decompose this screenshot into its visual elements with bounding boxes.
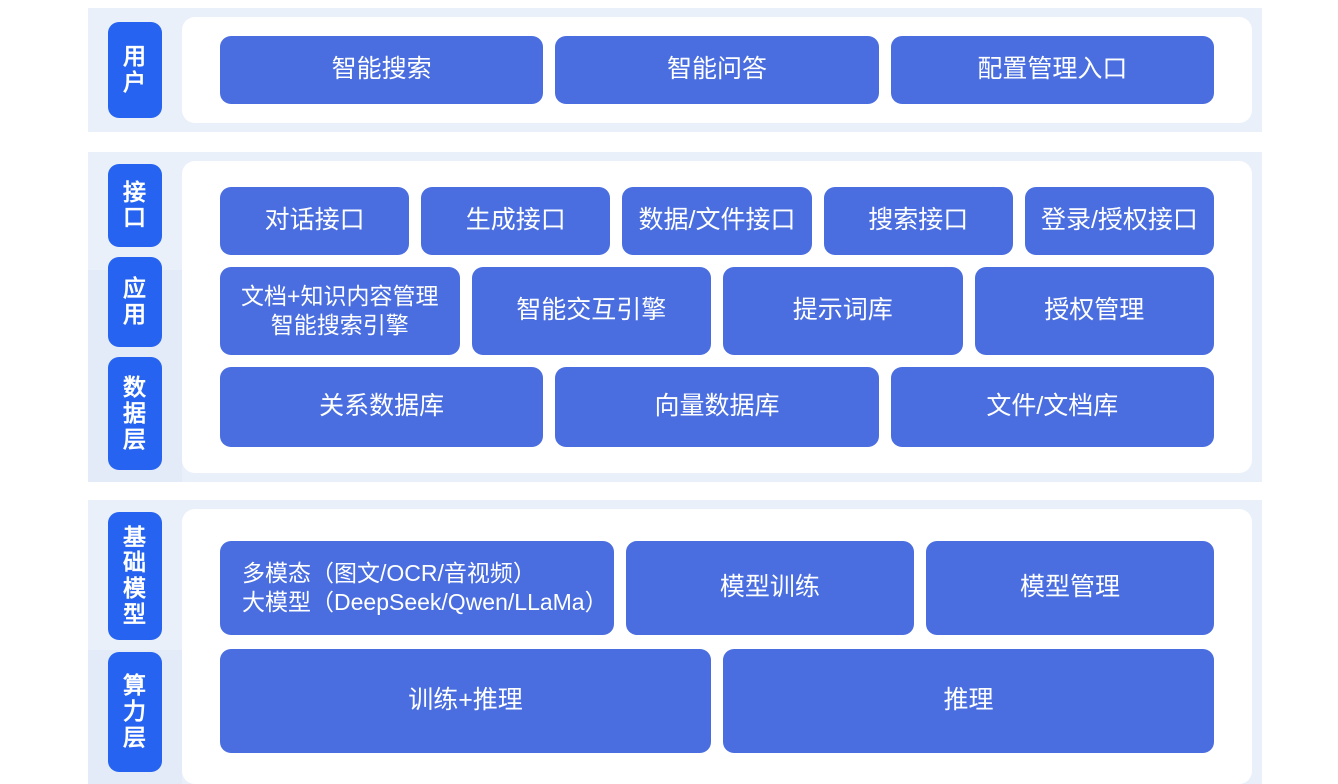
box-generate-api[interactable]: 生成接口 [421,187,611,255]
rail-middle: 接口 应用 数据层 [88,152,182,482]
section-separator-2 [88,482,1262,500]
row-compute-layer: 训练+推理 推理 [220,648,1214,753]
box-interaction-engine[interactable]: 智能交互引擎 [471,267,711,355]
section-base: 基础模型 算力层 多模态（图文/OCR/音视频） 大模型（DeepSeek/Qw… [88,500,1262,784]
card-user: 智能搜索 智能问答 配置管理入口 [182,17,1252,123]
box-dialog-api[interactable]: 对话接口 [220,187,410,255]
box-vector-database[interactable]: 向量数据库 [555,367,879,447]
box-model-training[interactable]: 模型训练 [625,540,914,635]
row-user-entry: 智能搜索 智能问答 配置管理入口 [220,36,1214,104]
rail-chip-interface: 接口 [108,164,162,247]
box-relational-database[interactable]: 关系数据库 [220,367,544,447]
section-middle: 接口 应用 数据层 对话接口 生成接口 数据/文件接口 搜索接口 登录/授权接口… [88,152,1262,482]
rail-chip-foundation-model: 基础模型 [108,512,162,640]
box-search-api[interactable]: 搜索接口 [823,187,1013,255]
box-model-management[interactable]: 模型管理 [925,540,1214,635]
rail-chip-application: 应用 [108,256,162,348]
box-authorization-management[interactable]: 授权管理 [974,267,1214,355]
rail-chip-user: 用户 [108,22,162,118]
row-api: 对话接口 生成接口 数据/文件接口 搜索接口 登录/授权接口 [220,187,1215,255]
rail-chip-compute-layer: 算力层 [108,652,162,772]
box-config-management-entry[interactable]: 配置管理入口 [890,36,1214,104]
box-login-auth-api[interactable]: 登录/授权接口 [1024,187,1215,255]
rail-base: 基础模型 算力层 [88,500,182,784]
rail-user: 用户 [88,8,182,132]
box-multimodal-llm[interactable]: 多模态（图文/OCR/音视频） 大模型（DeepSeek/Qwen/LLaMa） [220,540,614,635]
row-data-layer: 关系数据库 向量数据库 文件/文档库 [220,367,1214,447]
box-file-document-store[interactable]: 文件/文档库 [890,367,1214,447]
section-separator-1 [88,132,1262,152]
box-smart-qa[interactable]: 智能问答 [555,36,879,104]
card-middle: 对话接口 生成接口 数据/文件接口 搜索接口 登录/授权接口 文档+知识内容管理… [182,161,1252,473]
box-doc-knowledge-management[interactable]: 文档+知识内容管理 智能搜索引擎 [220,267,460,355]
rail-chip-data-layer: 数据层 [108,357,162,470]
box-prompt-library[interactable]: 提示词库 [723,267,963,355]
box-smart-search[interactable]: 智能搜索 [220,36,544,104]
section-user: 用户 智能搜索 智能问答 配置管理入口 [88,8,1262,132]
row-application: 文档+知识内容管理 智能搜索引擎 智能交互引擎 提示词库 授权管理 [220,267,1214,355]
box-data-file-api[interactable]: 数据/文件接口 [622,187,812,255]
card-base: 多模态（图文/OCR/音视频） 大模型（DeepSeek/Qwen/LLaMa）… [182,509,1252,784]
box-inference[interactable]: 推理 [723,648,1214,753]
row-foundation-model: 多模态（图文/OCR/音视频） 大模型（DeepSeek/Qwen/LLaMa）… [220,540,1214,635]
box-training-inference[interactable]: 训练+推理 [220,648,711,753]
